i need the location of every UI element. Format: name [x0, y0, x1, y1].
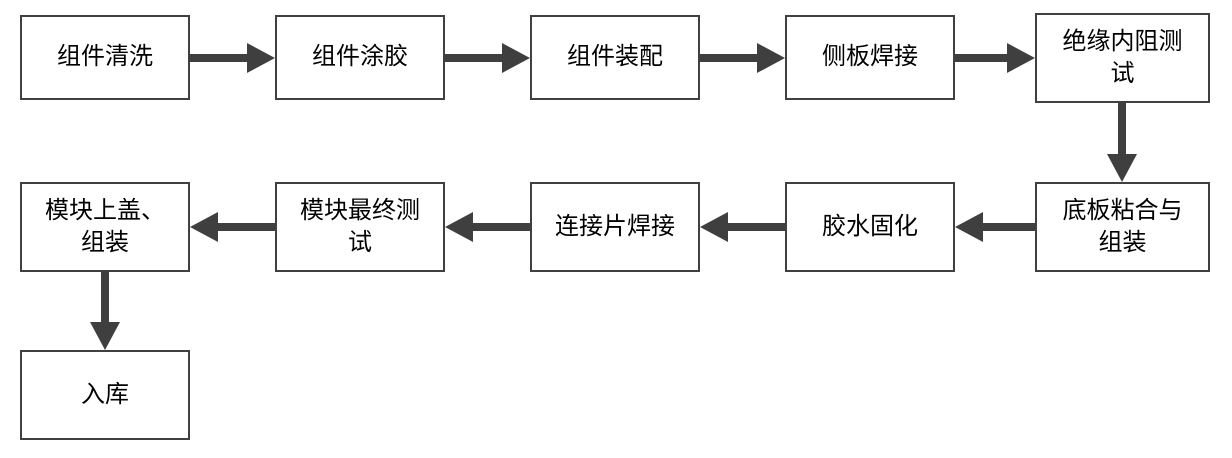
arrow-right-icon [445, 43, 530, 73]
arrow-left-icon [190, 212, 275, 242]
node-side-plate-welding: 侧板焊接 [785, 15, 955, 100]
node-component-cleaning: 组件清洗 [20, 15, 190, 100]
node-module-cover-assembly: 模块上盖、 组装 [20, 182, 190, 272]
node-component-gluing: 组件涂胶 [275, 15, 445, 100]
arrow-left-icon [445, 212, 530, 242]
node-warehousing: 入库 [20, 350, 190, 440]
arrow-down-icon [90, 272, 120, 350]
node-insulation-resistance-test: 绝缘内阻测 试 [1035, 13, 1210, 103]
node-module-final-test: 模块最终测 试 [275, 182, 445, 272]
node-glue-curing: 胶水固化 [785, 182, 955, 272]
arrow-left-icon [700, 212, 785, 242]
arrow-right-icon [190, 43, 275, 73]
arrow-right-icon [700, 43, 785, 73]
arrow-down-icon [1107, 103, 1137, 182]
arrow-left-icon [955, 212, 1035, 242]
node-bottom-plate-bonding-assembly: 底板粘合与 组装 [1035, 182, 1210, 272]
node-connector-welding: 连接片焊接 [530, 182, 700, 272]
arrow-right-icon [955, 43, 1035, 73]
node-component-assembly: 组件装配 [530, 15, 700, 100]
